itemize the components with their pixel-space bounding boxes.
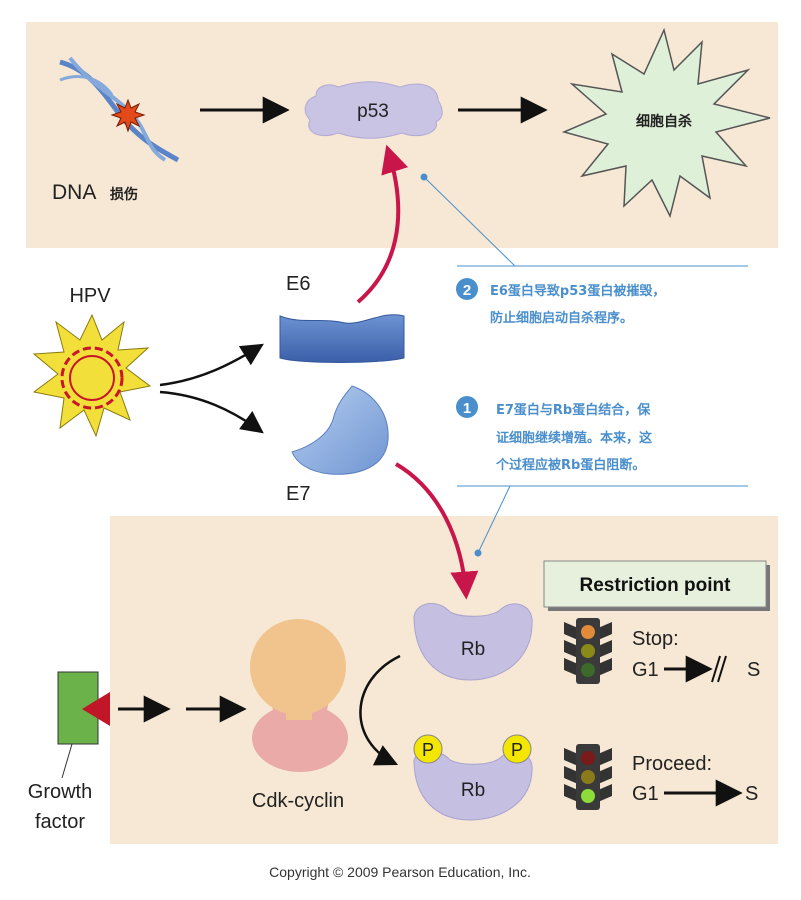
growth-factor-line-2: factor: [35, 811, 85, 833]
phosphate-left: [413, 734, 443, 764]
arrow-rb-to-rb-p: [359, 654, 401, 766]
arrow-hpv-to-e6: [159, 343, 264, 387]
phosphate-right-label: P: [511, 740, 523, 760]
annotation-1-line-2: 证细胞继续增殖。本来，这: [496, 430, 652, 446]
traffic-light-stop-icon: [564, 618, 612, 684]
e6-label: E6: [286, 273, 310, 295]
e6-protein: [279, 314, 405, 363]
cdk-cyclin-complex: [250, 619, 348, 772]
annotation-1-line-1: E7蛋白与Rb蛋白结合，保: [496, 402, 651, 418]
growth-factor-ligand: [82, 692, 110, 726]
annotation-1: 1 E7蛋白与Rb蛋白结合，保 证细胞继续增殖。本来，这 个过程应被Rb蛋白阻断…: [456, 396, 748, 557]
restriction-point-label: Restriction point: [580, 575, 732, 596]
proceed-label: Proceed:: [632, 753, 712, 775]
annotation-1-number: 1: [463, 400, 471, 417]
stop-g1: G1: [632, 659, 659, 681]
stop-s: S: [747, 659, 760, 681]
annotation-2: 2 E6蛋白导致p53蛋白被摧毁， 防止细胞启动自杀程序。: [420, 173, 748, 326]
apoptosis-label: 细胞自杀: [636, 113, 692, 130]
rb-phosphorylated-protein: Rb P P: [413, 734, 533, 821]
stop-label: Stop:: [632, 628, 679, 650]
phosphate-left-label: P: [422, 740, 434, 760]
rb-label: Rb: [461, 639, 485, 660]
damage-burst-icon: [110, 98, 146, 133]
hpv-virus-icon: [32, 313, 152, 438]
apoptosis-burst: 细胞自杀: [561, 27, 771, 219]
arrow-e6-to-p53: [356, 144, 409, 304]
proceed-s: S: [745, 783, 758, 805]
p53-label: p53: [357, 101, 389, 122]
e7-label: E7: [286, 483, 310, 505]
copyright: Copyright © 2009 Pearson Education, Inc.: [269, 864, 531, 880]
dna-label: DNA: [52, 181, 96, 204]
annotation-2-line-2: 防止细胞启动自杀程序。: [490, 310, 633, 326]
arrow-e7-to-rb: [394, 462, 479, 600]
e7-protein: [291, 385, 389, 475]
rb-protein: Rb: [413, 603, 533, 681]
phosphate-right: [502, 734, 532, 764]
cdk-cyclin-label: Cdk-cyclin: [252, 790, 344, 812]
dna-damage-label: 损伤: [110, 186, 138, 203]
stop-block-2: [717, 655, 727, 683]
traffic-light-go-icon: [564, 744, 612, 810]
restriction-point-box: Restriction point: [543, 560, 770, 611]
annotation-2-number: 2: [463, 282, 471, 299]
p53-protein: p53: [304, 81, 443, 139]
annotation-1-line-3: 个过程应被Rb蛋白阻断。: [495, 457, 645, 473]
rb-p-label: Rb: [461, 780, 485, 801]
arrow-hpv-to-e7: [159, 390, 264, 434]
growth-factor-pointer: [61, 743, 73, 779]
hpv-label: HPV: [69, 285, 111, 307]
annotation-2-line-1: E6蛋白导致p53蛋白被摧毁，: [490, 283, 665, 299]
growth-factor-line-1: Growth: [28, 781, 92, 803]
stop-block-1: [711, 655, 721, 683]
proceed-g1: G1: [632, 783, 659, 805]
